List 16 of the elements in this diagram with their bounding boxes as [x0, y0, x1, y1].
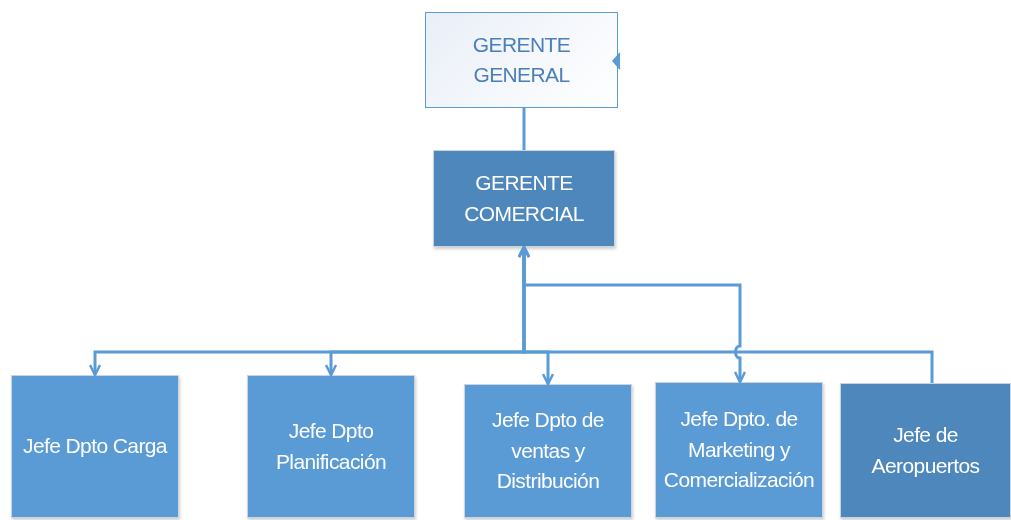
connector-line	[522, 108, 526, 150]
role-box	[247, 375, 415, 518]
role-box	[433, 150, 615, 247]
role-title: Jefe Dpto. de Marketing y Comercialización	[662, 406, 816, 494]
role-title: Jefe de Aeropuertos	[870, 422, 981, 479]
role-title: GERENTE GENERAL	[471, 31, 572, 88]
role-title: GERENTE COMERCIAL	[463, 170, 585, 227]
role-box	[464, 384, 632, 518]
role-box	[655, 382, 823, 518]
role-title: Jefe Dpto Carga	[23, 433, 167, 460]
role-box	[11, 375, 179, 518]
role-box	[840, 383, 1011, 518]
top-manager-box	[425, 12, 618, 108]
role-title: Jefe Dpto Planificación	[274, 418, 388, 475]
connector-line	[517, 245, 934, 383]
role-title: Jefe Dpto de ventas y Distribución	[491, 407, 605, 495]
